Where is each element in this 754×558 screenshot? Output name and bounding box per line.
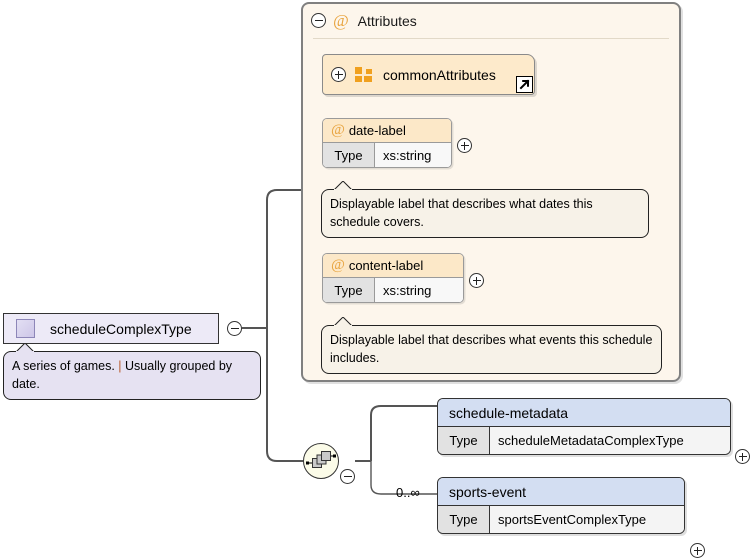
type-value-label: scheduleMetadataComplexType — [490, 427, 730, 454]
type-key-label: Type — [323, 278, 375, 302]
external-link-arrow-icon[interactable] — [516, 76, 533, 93]
attribute-group-label: commonAttributes — [383, 66, 496, 83]
attribute-date-label-name: date-label — [348, 123, 406, 138]
callout-notch-icon — [334, 181, 352, 190]
attributes-panel-divider — [313, 38, 669, 39]
element-schedule-metadata-name: schedule-metadata — [438, 399, 730, 427]
callout-notch-icon — [16, 343, 34, 352]
attribute-content-label-name: content-label — [348, 258, 424, 273]
type-key-label: Type — [323, 143, 375, 167]
attributes-panel-title: Attributes — [357, 12, 417, 29]
schema-diagram-canvas: @ Attributes commonAttributes @ date-lab… — [3, 2, 750, 558]
at-symbol-icon: @ — [331, 122, 345, 138]
documentation-text: Displayable label that describes what ev… — [330, 333, 653, 366]
plus-toggle-icon-date-label[interactable] — [457, 138, 472, 153]
documentation-separator: | — [114, 359, 126, 373]
attribute-date-label[interactable]: @ date-label Type xs:string — [322, 118, 452, 168]
type-value-label: xs:string — [375, 278, 463, 302]
documentation-root-type: A series of games. | Usually grouped by … — [3, 343, 261, 401]
complex-type-swatch-icon — [16, 319, 35, 338]
element-sports-event-type-row: Type sportsEventComplexType — [438, 506, 684, 533]
root-type-label: scheduleComplexType — [50, 320, 192, 337]
attribute-group-commonattributes[interactable]: commonAttributes — [322, 54, 535, 95]
attribute-content-label[interactable]: @ content-label Type xs:string — [322, 253, 464, 303]
root-type-schedulecomplextype[interactable]: scheduleComplexType — [3, 313, 219, 344]
documentation-text-part1: A series of games. — [12, 359, 115, 373]
plus-toggle-icon[interactable] — [331, 67, 346, 82]
attribute-content-label-type-row: Type xs:string — [323, 278, 463, 302]
plus-toggle-icon-content-label[interactable] — [469, 273, 484, 288]
attribute-content-label-header: @ content-label — [323, 254, 463, 278]
sequence-compositor-icon[interactable] — [303, 443, 339, 479]
element-schedule-metadata-type-row: Type scheduleMetadataComplexType — [438, 427, 730, 454]
attributes-panel-header[interactable]: @ Attributes — [303, 4, 679, 37]
cardinality-label-sports-event: 0..∞ — [396, 485, 420, 500]
documentation-text: Displayable label that describes what da… — [330, 197, 593, 230]
type-key-label: Type — [438, 427, 490, 454]
attribute-date-label-header: @ date-label — [323, 119, 451, 143]
element-sports-event-name: sports-event — [438, 478, 684, 506]
plus-toggle-icon-sports-event[interactable] — [690, 543, 705, 558]
documentation-text-part2: Usually grouped by date. — [12, 359, 233, 392]
type-value-label: sportsEventComplexType — [490, 506, 684, 533]
element-sports-event[interactable]: sports-event Type sportsEventComplexType — [437, 477, 685, 534]
type-key-label: Type — [438, 506, 490, 533]
at-symbol-icon: @ — [331, 257, 345, 273]
documentation-date-label: Displayable label that describes what da… — [321, 181, 649, 239]
plus-toggle-icon-schedule-metadata[interactable] — [735, 449, 750, 464]
documentation-content-label: Displayable label that describes what ev… — [321, 317, 662, 375]
minus-toggle-icon-sequence[interactable] — [340, 469, 355, 484]
type-value-label: xs:string — [375, 143, 451, 167]
element-schedule-metadata[interactable]: schedule-metadata Type scheduleMetadataC… — [437, 398, 731, 455]
minus-toggle-icon-root[interactable] — [227, 321, 242, 336]
callout-notch-icon — [334, 317, 352, 326]
attribute-date-label-type-row: Type xs:string — [323, 143, 451, 167]
attribute-group-icon — [355, 67, 374, 82]
at-symbol-icon: @ — [333, 11, 349, 30]
minus-toggle-icon[interactable] — [311, 13, 326, 28]
